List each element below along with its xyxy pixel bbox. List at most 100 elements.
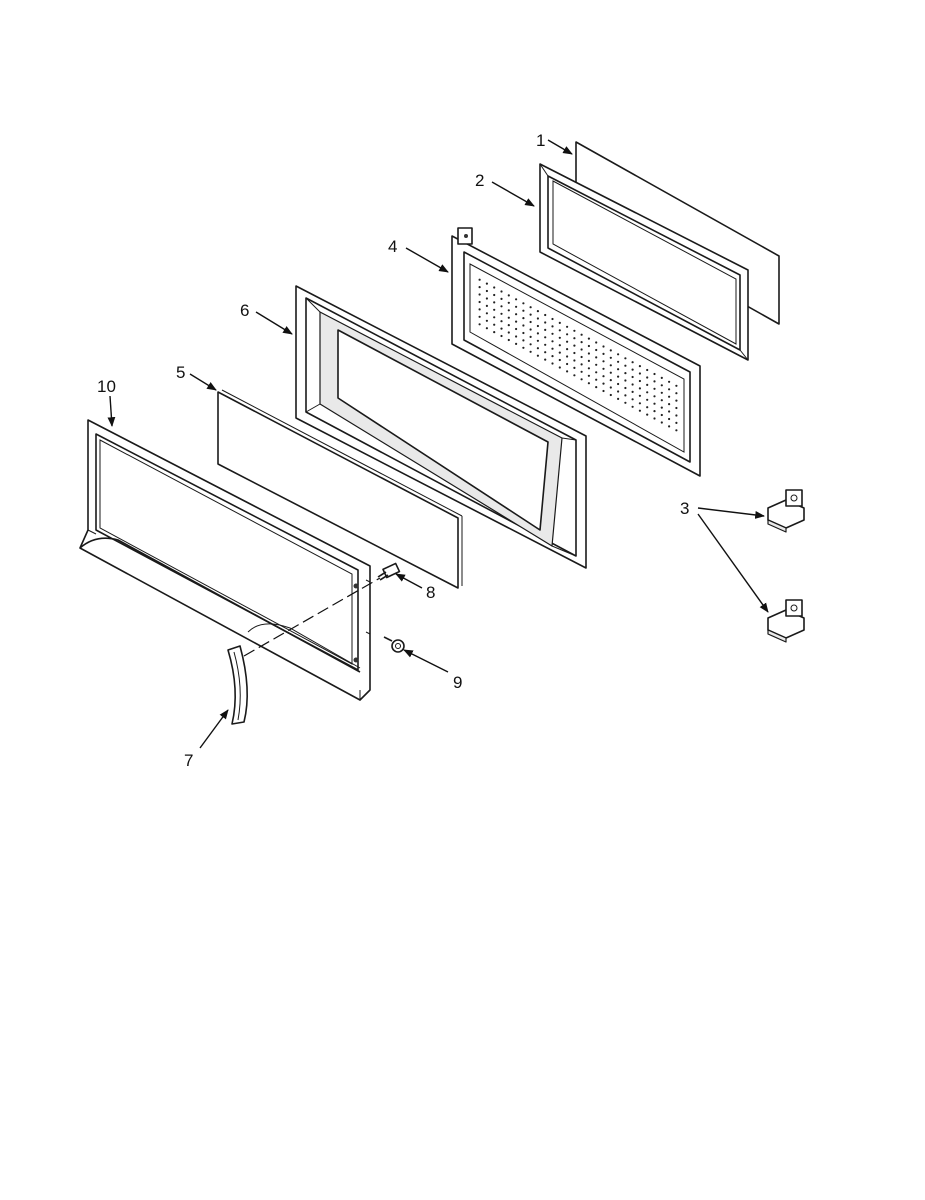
perforation-dot: [668, 403, 671, 406]
perforation-dot: [602, 382, 605, 385]
perforation-dot: [660, 376, 663, 379]
perforation-dot: [507, 309, 510, 312]
part-6-door-frame: [295, 285, 587, 569]
perforation-dot: [653, 395, 656, 398]
perforation-dot: [617, 375, 620, 378]
perforation-dot: [653, 410, 656, 413]
perforation-dot: [551, 340, 554, 343]
perforation-dot: [587, 367, 591, 370]
perforation-dot: [653, 402, 656, 405]
perforation-dot: [631, 405, 634, 408]
perforation-dot: [624, 394, 627, 397]
perforation-dot: [544, 358, 547, 361]
perforation-dot: [660, 406, 663, 409]
perforation-dot: [478, 323, 481, 326]
perforation-dot: [566, 348, 569, 351]
perforation-dot: [536, 324, 540, 328]
perforation-dot: [493, 308, 496, 311]
perforation-dot: [580, 341, 583, 344]
perforation-dot: [558, 329, 561, 332]
perforation-dot: [536, 354, 540, 357]
perforation-dot: [500, 297, 503, 300]
perforation-dot: [507, 294, 510, 297]
part-2-door-seal: [539, 163, 749, 361]
perforation-dot: [493, 331, 496, 334]
part-7-handle: [227, 645, 248, 725]
perforation-dot: [668, 425, 671, 428]
perforation-dot: [529, 306, 532, 309]
perforation-dot: [587, 337, 591, 340]
part-4-inner-door-panel: [451, 227, 701, 477]
perforation-dot: [485, 319, 488, 322]
perforation-dot: [646, 383, 649, 386]
perforation-dot: [485, 327, 488, 330]
perforation-dot: [522, 331, 525, 335]
perforation-dot: [602, 360, 605, 363]
perforation-dot: [551, 317, 554, 321]
perforation-dot: [595, 356, 598, 359]
part-8-screw: [377, 562, 401, 581]
perforation-dot: [653, 417, 656, 420]
perforation-dot: [617, 360, 620, 363]
callout-arrows: [107, 139, 769, 749]
perforation-dot: [653, 387, 656, 390]
perforation-dot: [485, 289, 488, 293]
perforation-dot: [595, 378, 598, 381]
perforation-dot: [493, 301, 496, 304]
perforation-dot: [587, 374, 591, 377]
perforation-dot: [617, 390, 620, 393]
perforation-dot: [675, 406, 678, 410]
perforation-dot: [624, 372, 627, 375]
perforation-dot: [638, 365, 642, 368]
perforation-dot: [566, 362, 569, 366]
perforation-dot: [595, 363, 598, 366]
perforation-dot: [558, 358, 561, 362]
perforation-dot: [515, 298, 518, 301]
perforation-dot: [631, 361, 634, 364]
perforation-dot: [478, 286, 481, 289]
perforation-dot: [646, 376, 649, 379]
perforation-dot: [507, 338, 510, 342]
perforation-dot: [515, 313, 518, 316]
perforation-dot: [558, 321, 561, 324]
perforation-dot: [573, 337, 576, 340]
perforation-dot: [675, 384, 678, 387]
perforation-dot: [668, 417, 671, 421]
perforation-dot: [653, 372, 656, 376]
perforation-dot: [529, 328, 532, 331]
perforation-dot: [646, 368, 649, 372]
perforation-dot: [653, 380, 656, 383]
perforation-dot: [675, 429, 678, 432]
perforation-dot: [631, 368, 634, 371]
perforation-dot: [609, 393, 612, 397]
perforation-dot: [573, 366, 576, 369]
perforation-dot: [609, 349, 612, 352]
perforation-dot: [617, 382, 620, 386]
perforation-dot: [536, 347, 540, 350]
perforation-dot: [522, 309, 525, 312]
perforation-dot: [529, 350, 532, 353]
perforation-dot: [609, 364, 612, 367]
perforation-dot: [544, 351, 547, 354]
perforation-dot: [478, 315, 481, 318]
callout-2: 2: [475, 171, 484, 190]
perforation-dot: [515, 342, 518, 345]
perforation-dot: [675, 399, 678, 402]
perforation-dot: [544, 313, 547, 317]
perforation-dot: [529, 313, 532, 316]
part-3-latch-lower: [767, 599, 805, 643]
perforation-dot: [580, 348, 583, 351]
perforation-dot: [638, 379, 642, 383]
perforation-dot: [536, 332, 540, 335]
perforation-dot: [500, 334, 503, 338]
callout-1: 1: [536, 131, 545, 150]
perforation-dot: [609, 371, 612, 374]
perforation-dot: [646, 413, 649, 416]
callout-7: 7: [184, 751, 193, 770]
perforation-dot: [609, 386, 612, 389]
perforation-dot: [675, 392, 678, 395]
perforation-dot: [573, 359, 576, 362]
perforation-dot: [602, 367, 605, 370]
perforation-dot: [668, 388, 671, 391]
perforation-dot: [544, 321, 547, 324]
